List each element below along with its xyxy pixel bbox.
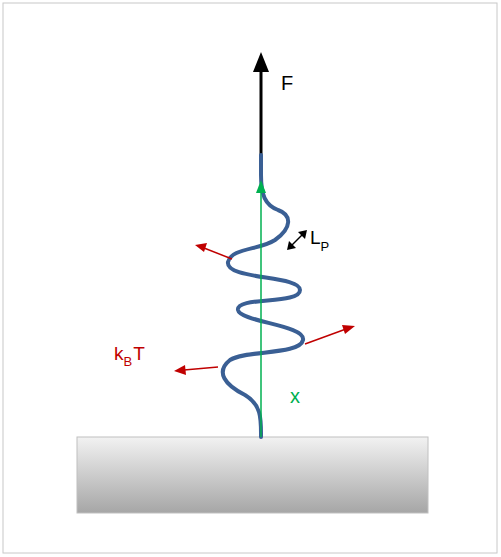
thermal-arrow <box>184 367 218 370</box>
surface <box>77 437 428 513</box>
polymer-chain <box>223 155 303 437</box>
thermal-label: k <box>114 344 124 363</box>
persistence-label: L <box>310 228 321 247</box>
persistence-subscript: P <box>321 240 330 253</box>
thermal-arrow <box>204 248 232 259</box>
persistence-arrowhead <box>298 230 307 239</box>
extension-axis <box>260 192 262 437</box>
extension-arrowhead <box>256 180 266 193</box>
thermal-subscript: B <box>124 355 133 368</box>
thermal-label: T <box>133 344 145 363</box>
force-label: F <box>281 73 293 93</box>
thermal-arrowhead <box>195 243 207 252</box>
persistence-arrow <box>291 234 303 246</box>
frame <box>3 3 497 553</box>
extension-label: x <box>290 386 300 406</box>
thermal-arrowhead <box>174 365 186 375</box>
persistence-arrowhead <box>287 241 296 250</box>
force-arrow <box>260 70 263 158</box>
thermal-arrowhead <box>342 325 355 334</box>
force-arrowhead <box>253 52 269 72</box>
thermal-arrow <box>305 329 346 344</box>
